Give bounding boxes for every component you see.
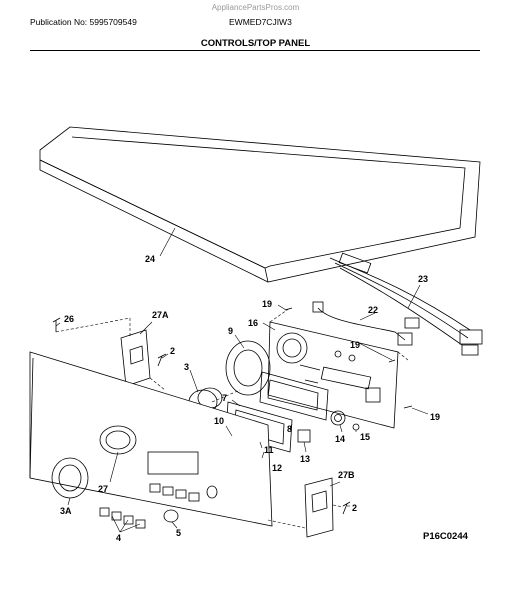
top-panel-part[interactable] [39,126,481,283]
callout-27b: 27B [338,470,355,480]
callout-2-bottom: 2 [352,503,357,513]
leader-lines [55,227,429,533]
callout-7: 7 [222,393,227,403]
model-number: EWMED7CJIW3 [229,17,292,27]
callout-9: 9 [228,326,233,336]
callout-19-mid: 19 [350,340,360,350]
button-pad-part[interactable] [99,507,146,529]
callout-8: 8 [287,424,292,434]
callout-3a: 3A [60,506,72,516]
site-watermark: AppliancePartsPros.com [211,3,300,12]
callout-12: 12 [272,463,282,473]
callout-4: 4 [116,533,121,543]
switch-part[interactable] [297,429,311,443]
callout-10: 10 [214,416,224,426]
callout-5: 5 [176,528,181,538]
header-rule [30,50,480,51]
callout-26: 26 [64,314,74,324]
control-board-part[interactable] [267,321,399,429]
callout-27: 27 [98,484,108,494]
diagram-code: P16C0244 [423,531,469,542]
callout-19-top: 19 [262,299,272,309]
screw-2b-part[interactable] [342,501,351,515]
assembly-guides [55,307,409,529]
encoder-ring-part[interactable] [225,340,271,396]
callout-19-right: 19 [430,412,440,422]
console-panel-part[interactable] [29,351,273,527]
callout-11: 11 [264,445,274,455]
callout-3: 3 [184,362,189,372]
wire-harness-part[interactable] [329,252,483,356]
callout-2-top: 2 [170,346,175,356]
callout-23: 23 [418,274,428,284]
page-title: CONTROLS/TOP PANEL [200,38,311,49]
ribbon-cable-part[interactable] [312,301,413,346]
screw-26-part[interactable] [52,317,61,332]
callout-22: 22 [368,305,378,315]
screw-2-part[interactable] [157,353,167,367]
bracket-27a-part[interactable] [120,329,151,387]
bracket-27b-part[interactable] [304,477,334,538]
callout-15: 15 [360,432,370,442]
callout-16: 16 [248,318,258,328]
screw-part[interactable] [352,423,360,431]
callout-14: 14 [335,434,345,444]
callout-13: 13 [300,454,310,464]
light-part[interactable] [330,410,346,426]
power-button-part[interactable] [163,509,179,523]
publication-number: Publication No: 5995709549 [30,17,137,27]
callout-27a: 27A [152,310,169,320]
display-lens-part[interactable] [259,371,329,421]
callout-24: 24 [145,254,155,264]
